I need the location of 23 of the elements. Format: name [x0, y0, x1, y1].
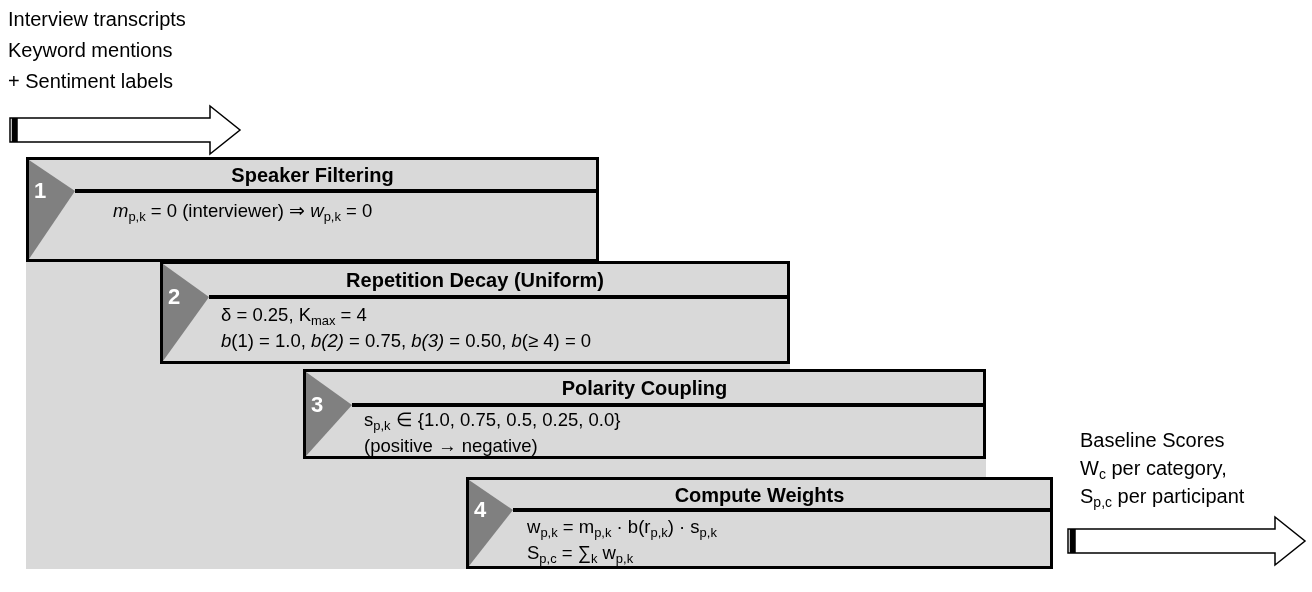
process-step-box: [466, 477, 1053, 569]
data-text: Keyword mentions: [8, 38, 174, 63]
step-title: Compute Weights: [673, 482, 846, 507]
formula-text: b(1) = 1.0, b(2) = 0.75, b(3) = 0.50, b(≥ 4) = 0: [221, 330, 592, 351]
formula-text: δ = 0.25, K$_{max}$ = 4: [221, 304, 367, 325]
data-text: + Sentiment labels: [8, 69, 175, 94]
data-text: S$_{p,c}$ per participant: [1080, 484, 1246, 510]
data-text: Baseline Scores: [1080, 428, 1226, 453]
step-title: Speaker Filtering: [230, 163, 395, 187]
data-text: W$_{c}$ per category,: [1080, 456, 1228, 482]
step-number: 1: [34, 179, 47, 203]
step-number: 4: [474, 498, 487, 522]
data-text: Interview transcripts: [8, 7, 187, 32]
process-step-box: [26, 157, 599, 262]
step-number: 3: [311, 393, 324, 417]
formula-text: (positive → negative): [364, 435, 538, 456]
process-step-box: [303, 369, 986, 459]
block-arrow: [9, 104, 242, 156]
process-step-box: [160, 261, 790, 364]
step-title: Repetition Decay (Uniform): [345, 268, 605, 292]
step-number: 2: [168, 285, 181, 309]
step-title: Polarity Coupling: [560, 376, 729, 400]
block-arrow: [1067, 515, 1307, 567]
